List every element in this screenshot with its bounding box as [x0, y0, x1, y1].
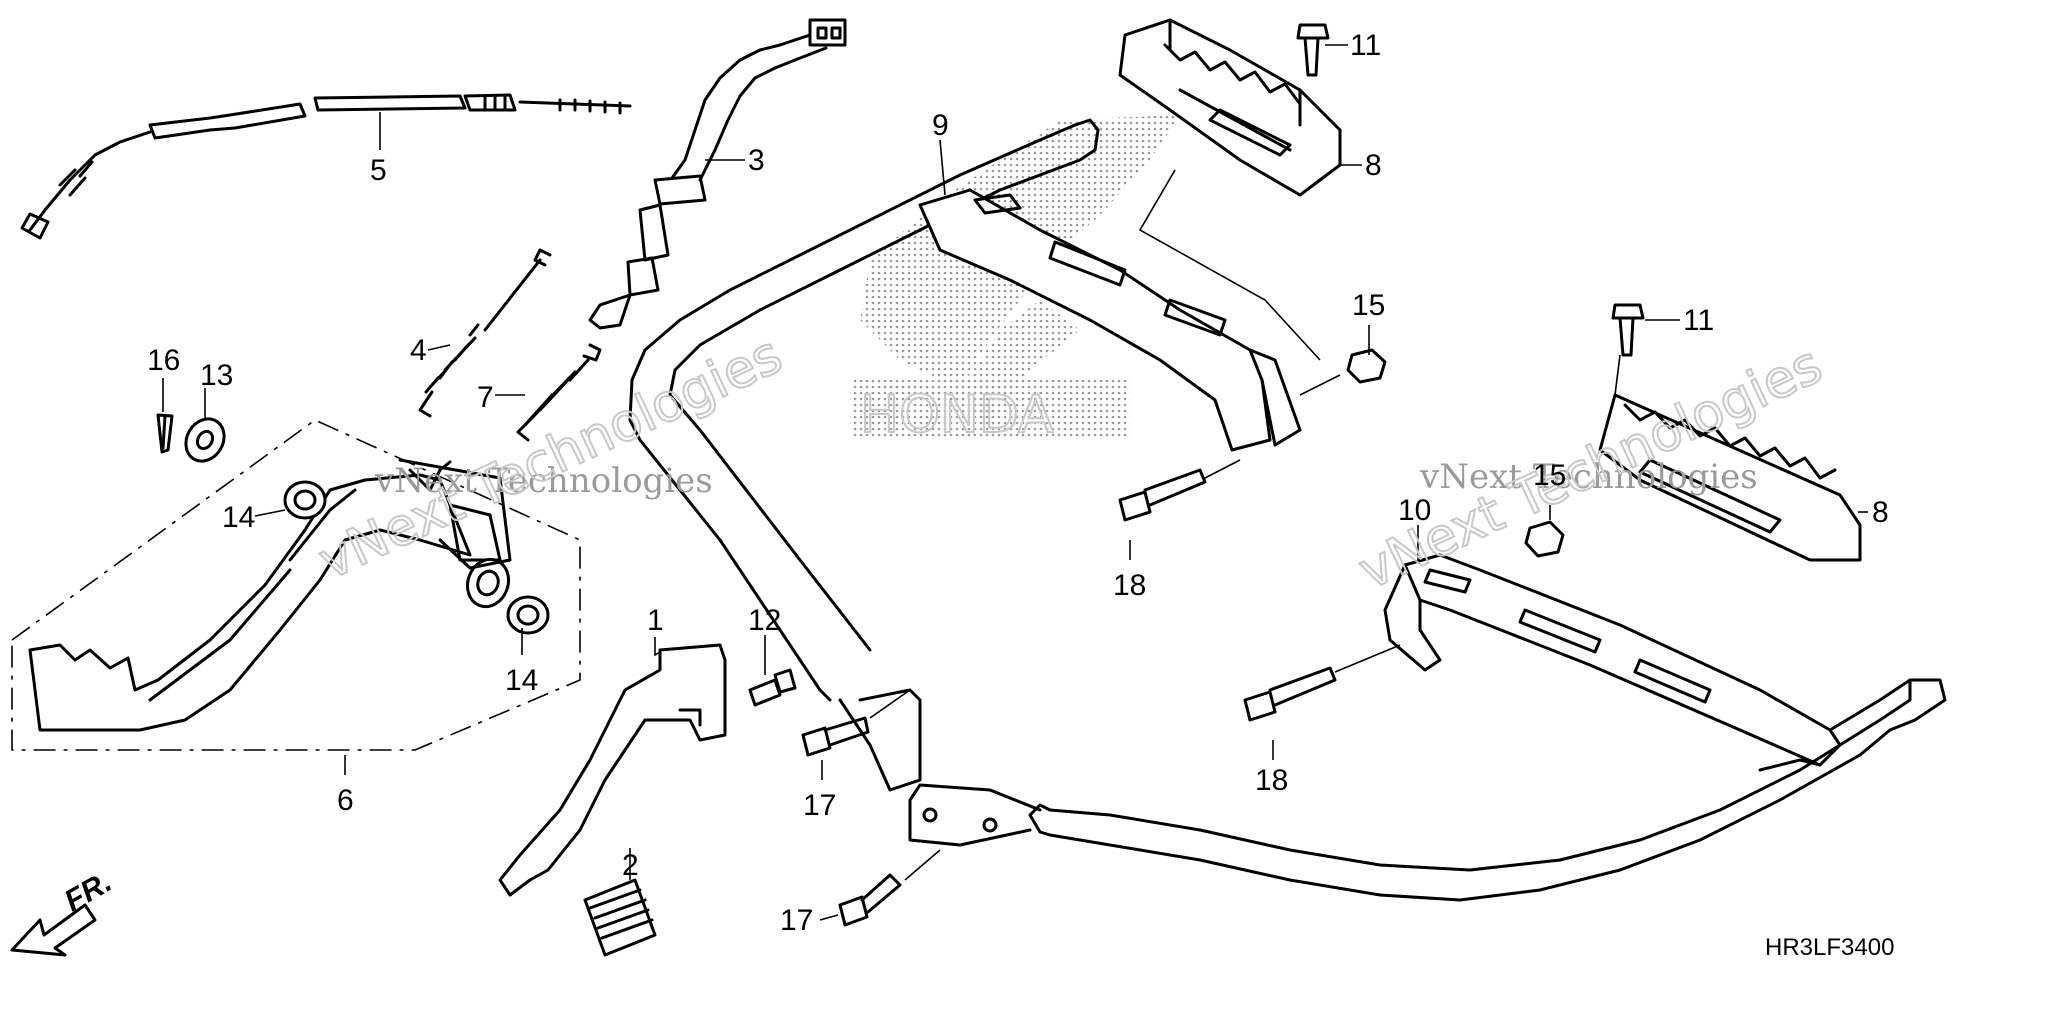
callout-8a: 8 — [1365, 149, 1382, 182]
callout-5: 5 — [370, 154, 387, 187]
callout-17a: 17 — [803, 789, 836, 822]
callout-15a: 15 — [1352, 289, 1385, 322]
footpeg-upper-part — [1118, 18, 1342, 197]
watermark-group: vNext Technologies vNext Technologies vN… — [309, 324, 1832, 603]
callout-14a: 14 — [222, 501, 255, 534]
bolt-lower-part-18 — [1243, 666, 1337, 722]
callout-13: 13 — [200, 359, 233, 392]
brake-switch-part — [588, 18, 847, 330]
bolt-lower-part-17 — [838, 873, 902, 927]
spring-part-4 — [418, 248, 552, 418]
callout-10: 10 — [1398, 494, 1431, 527]
callout-11a: 11 — [1350, 29, 1381, 62]
front-direction-arrow: FR. — [10, 865, 117, 957]
callout-15b: 15 — [1533, 459, 1566, 492]
front-label: FR. — [59, 865, 117, 918]
watermark-text-right: vNext Technologies — [1419, 457, 1758, 497]
callout-16: 16 — [147, 344, 180, 377]
watermark-diagonal-left: vNext Technologies — [310, 325, 791, 592]
callout-8b: 8 — [1872, 496, 1889, 529]
bolt-lower-part-11 — [1611, 303, 1645, 357]
brake-pedal-assembly-part — [11, 419, 581, 751]
step-bar-left-part — [908, 553, 1947, 902]
step-bar-right-part — [628, 118, 1302, 792]
svg-text:HONDA: HONDA — [860, 385, 1054, 445]
footpeg-lower-part — [1598, 393, 1862, 562]
callout-17b: 17 — [780, 904, 813, 937]
callout-12: 12 — [748, 604, 781, 637]
bolt-upper-part-11 — [1296, 23, 1330, 77]
callout-6: 6 — [337, 784, 354, 817]
pedal-rubber-part — [583, 878, 657, 957]
callout-18b: 18 — [1255, 764, 1288, 797]
leader-lines — [162, 44, 1868, 921]
nut-lower-part-15 — [1524, 520, 1565, 558]
diagram-code: HR3LF3400 — [1765, 934, 1894, 961]
callout-11b: 11 — [1683, 304, 1714, 337]
nut-upper-part-15 — [1346, 348, 1387, 384]
brake-cable-part — [20, 93, 632, 240]
brake-arm-part — [498, 643, 727, 897]
spring-part-7 — [516, 343, 602, 442]
cotter-pin-part — [156, 413, 174, 454]
callout-2: 2 — [622, 849, 639, 882]
bolt-upper-part-17 — [801, 716, 870, 757]
callout-4: 4 — [410, 334, 427, 367]
washer-part — [184, 417, 226, 463]
bolt-upper-part-18 — [1118, 468, 1207, 522]
callout-numbers: 5 3 4 7 16 13 14 14 6 1 2 12 17 17 9 8 1… — [147, 29, 1889, 937]
callout-9: 9 — [932, 109, 949, 142]
callout-1: 1 — [647, 604, 664, 637]
callout-7: 7 — [477, 381, 494, 414]
bolt-part-12 — [748, 668, 797, 707]
callout-3: 3 — [748, 144, 765, 177]
watermark-text-left: vNext Technologies — [374, 461, 713, 501]
callout-14b: 14 — [505, 664, 538, 697]
callout-18a: 18 — [1113, 569, 1146, 602]
